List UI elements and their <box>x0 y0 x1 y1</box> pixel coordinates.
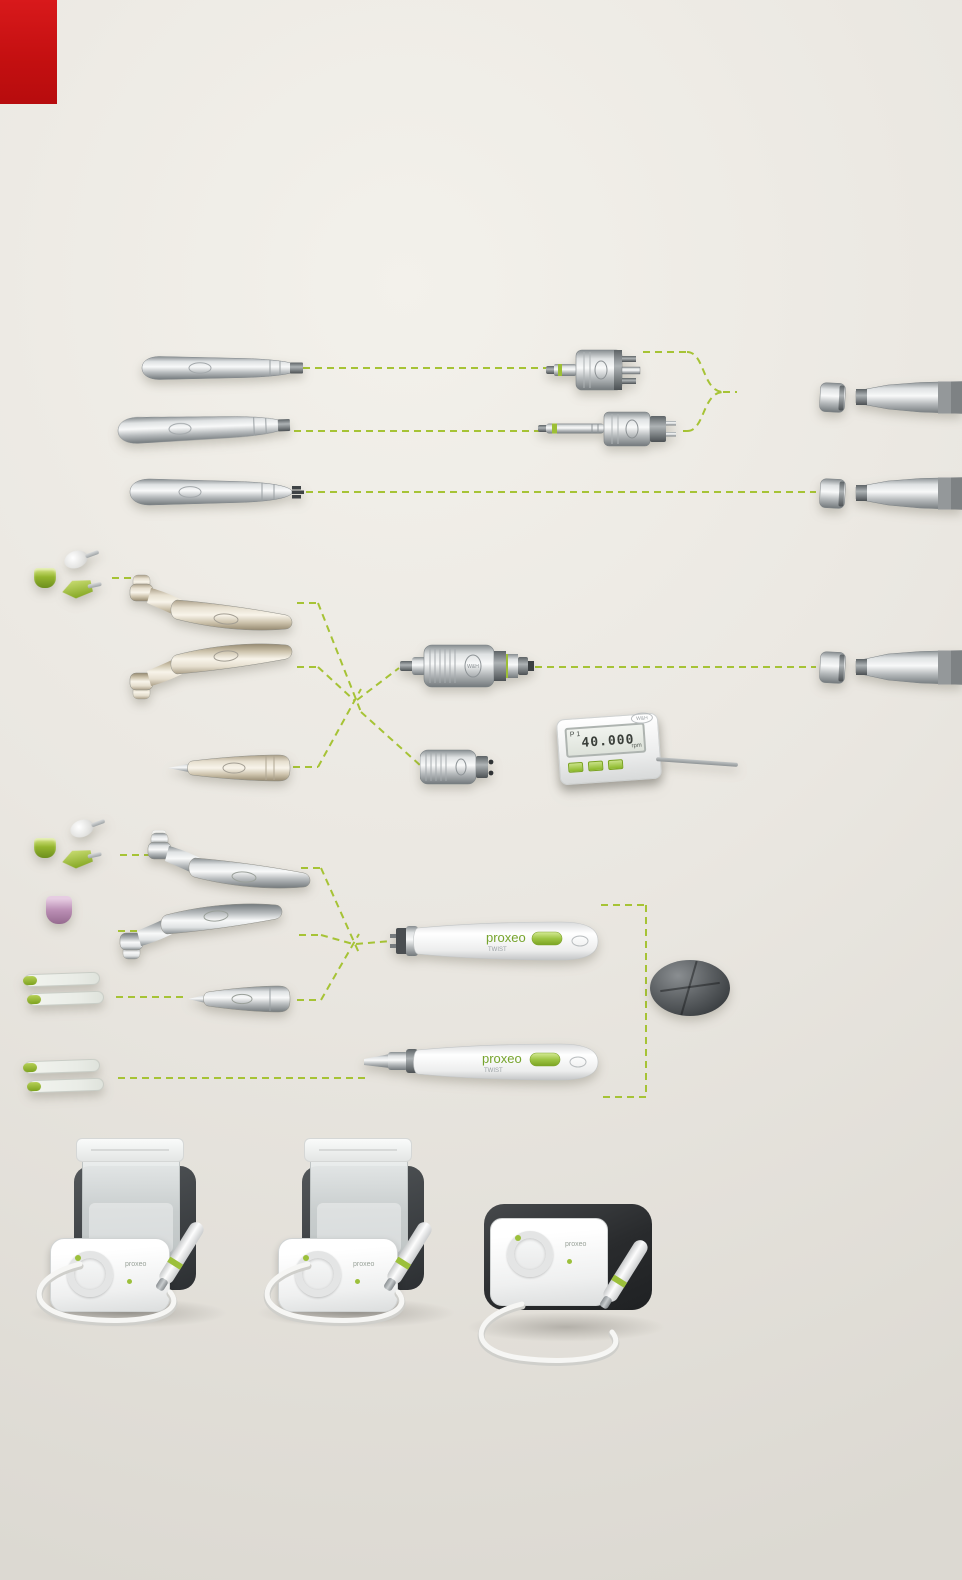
control-button-1 <box>567 761 584 773</box>
station-body: proxeo <box>278 1238 398 1312</box>
proxeo-wordmark: proxeo <box>353 1261 375 1268</box>
brand-red-corner <box>0 0 57 104</box>
control-dial <box>67 1251 113 1297</box>
station-body: proxeo <box>50 1238 170 1312</box>
nosecone-handpiece[interactable] <box>164 746 294 790</box>
prophy-nosecone[interactable] <box>184 976 294 1022</box>
connector-pin <box>390 944 397 948</box>
air-motor[interactable]: W&H <box>400 640 534 692</box>
contra-angle-1[interactable] <box>126 574 298 634</box>
bottle-lid <box>76 1138 184 1162</box>
power-button <box>529 1052 561 1067</box>
twist-label: TWIST <box>488 947 507 953</box>
coupling-pin <box>292 490 304 494</box>
station-body: proxeo <box>490 1218 608 1306</box>
prophy-cup-green[interactable] <box>34 838 56 858</box>
wh-logo <box>213 650 239 662</box>
wh-logo <box>231 993 253 1005</box>
wh-logo <box>625 419 639 439</box>
control-unit-display: P 1 40.000 rpm <box>564 722 647 758</box>
wireless-foot-control[interactable] <box>650 960 730 1016</box>
speed-value: 40.000 <box>581 732 635 751</box>
cordless-prophy-handpiece-short[interactable]: proxeo TWIST <box>390 914 604 968</box>
coupling-pin <box>292 486 301 490</box>
wh-logo <box>222 762 246 774</box>
handpiece-cable <box>263 1261 406 1326</box>
turbine-handpiece-3[interactable] <box>126 473 306 511</box>
wh-logo <box>188 362 212 374</box>
bottle-lid <box>304 1138 412 1162</box>
control-unit-body: P 1 40.000 rpm W&H <box>555 711 663 786</box>
proxeo-wordmark: proxeo <box>565 1241 587 1248</box>
polishing-station-3[interactable]: proxeo <box>460 1196 688 1366</box>
motor-cable <box>655 757 739 767</box>
handpiece-cable <box>477 1301 620 1366</box>
short-air-motor[interactable] <box>420 744 500 788</box>
prophy-cup-pink[interactable] <box>46 896 72 924</box>
wh-logo <box>455 758 467 776</box>
wh-logo <box>178 486 202 498</box>
turbine-hose-1[interactable] <box>818 378 962 418</box>
svg-text:W&H: W&H <box>467 664 479 670</box>
proxeo-wordmark: proxeo <box>486 930 526 945</box>
control-buttons <box>567 756 629 778</box>
control-button-3 <box>607 759 624 771</box>
prophy-cup-green[interactable] <box>34 568 56 588</box>
prophy-contra-angle-2[interactable] <box>116 900 291 960</box>
electric-motor-control-unit[interactable]: P 1 40.000 rpm W&H <box>555 711 748 808</box>
turbine-hose-2[interactable] <box>818 474 962 514</box>
coupling-pin <box>292 495 301 499</box>
wh-logo <box>569 1056 587 1068</box>
wh-logo <box>594 360 608 380</box>
connector-pin <box>488 759 494 765</box>
prophy-contra-angle-1[interactable] <box>144 830 316 892</box>
power-light <box>127 1279 132 1284</box>
spray-nozzle <box>622 378 636 384</box>
twist-label: TWIST <box>484 1068 503 1074</box>
spray-nozzle <box>622 356 636 362</box>
connector-pin <box>666 421 676 426</box>
quick-coupling-4hole[interactable] <box>546 344 646 396</box>
power-light <box>355 1279 360 1284</box>
interdental-tip[interactable] <box>22 971 101 988</box>
wh-logo <box>203 910 229 922</box>
power-button <box>531 931 563 946</box>
interdental-tip[interactable] <box>22 1058 101 1075</box>
interdental-tip[interactable] <box>26 1077 105 1094</box>
polishing-station-1[interactable]: proxeo <box>22 1138 250 1338</box>
control-button-2 <box>587 760 604 772</box>
interdental-tip[interactable] <box>26 990 105 1007</box>
wh-logo: W&H <box>464 654 482 678</box>
program-indicator: P 1 <box>569 730 581 739</box>
power-light <box>567 1259 572 1264</box>
connector-pin <box>666 432 676 437</box>
contra-angle-2[interactable] <box>126 640 298 700</box>
control-dial <box>295 1251 341 1297</box>
cordless-prophy-handpiece-long[interactable]: proxeo TWIST <box>364 1035 604 1089</box>
wh-logo: W&H <box>630 711 654 725</box>
wh-logo <box>213 613 239 625</box>
wh-logo <box>571 935 589 947</box>
handpiece-cable <box>35 1261 178 1326</box>
spray-nozzle <box>621 366 641 375</box>
connector-pin <box>488 770 494 776</box>
control-dial <box>507 1231 553 1277</box>
turbine-handpiece-1[interactable] <box>138 351 306 385</box>
proxeo-wordmark: proxeo <box>125 1261 147 1268</box>
proxeo-wordmark: proxeo <box>482 1051 522 1066</box>
motor-hose[interactable] <box>818 646 962 690</box>
connector-pin <box>390 934 397 938</box>
wh-logo <box>231 871 257 883</box>
wh-logo <box>168 422 192 435</box>
speed-unit: rpm <box>631 742 643 750</box>
turbine-handpiece-2[interactable] <box>113 406 294 450</box>
polishing-station-2[interactable]: proxeo <box>250 1138 478 1338</box>
quick-coupling-adapter[interactable] <box>538 408 688 450</box>
